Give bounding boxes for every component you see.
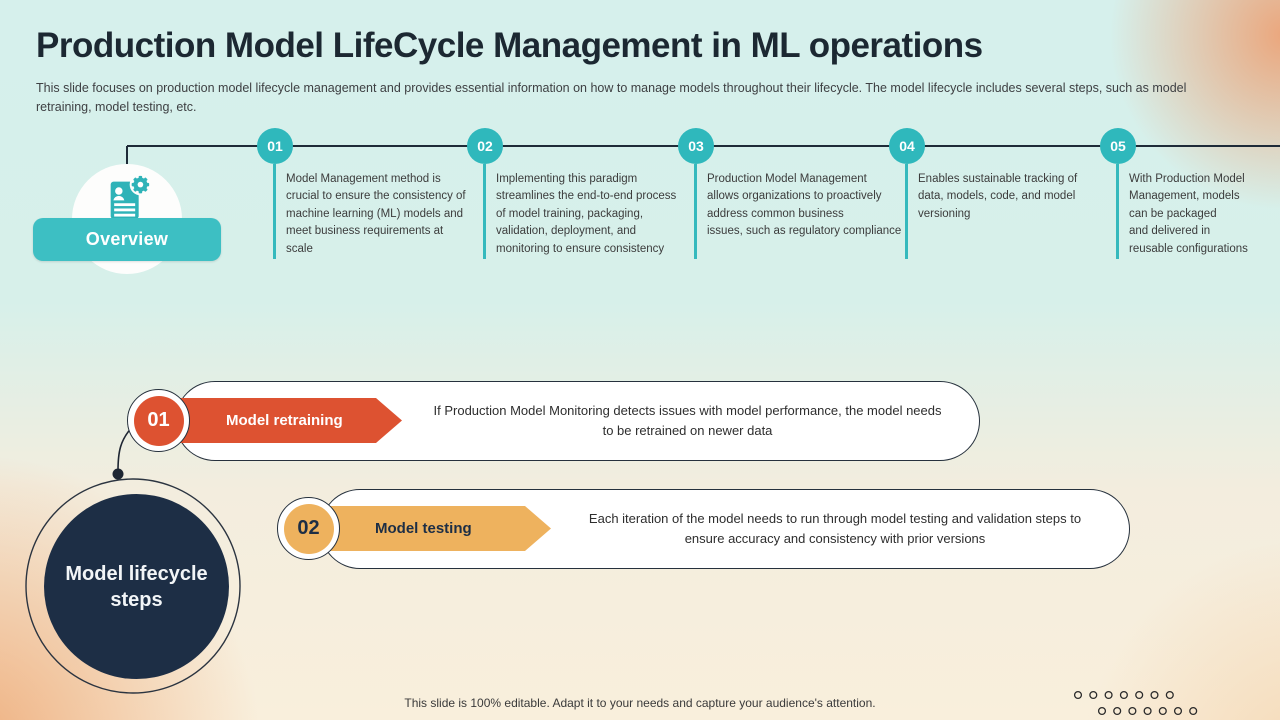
footer-note: This slide is 100% editable. Adapt it to… bbox=[404, 696, 876, 710]
timeline-step-connector bbox=[1116, 164, 1119, 259]
timeline-step-connector bbox=[273, 164, 276, 259]
timeline-step-02: 02 Implementing this paradigm streamline… bbox=[467, 128, 676, 268]
timeline-step-connector bbox=[694, 164, 697, 259]
retraining-description: If Production Model Monitoring detects i… bbox=[433, 403, 942, 439]
timeline-step-description: With Production Model Management, models… bbox=[1129, 173, 1248, 255]
timeline-step-04: 04 Enables sustainable tracking of data,… bbox=[889, 128, 1089, 268]
overview-badge: Overview bbox=[33, 218, 221, 261]
testing-description: Each iteration of the model needs to run… bbox=[588, 511, 1082, 547]
timeline-step-number: 01 bbox=[257, 128, 293, 164]
lifecycle-hub: Model lifecycle steps bbox=[44, 494, 229, 679]
timeline-axis-left-stub bbox=[126, 146, 128, 172]
timeline-step-05: 05 With Production Model Management, mod… bbox=[1100, 128, 1280, 268]
timeline-step-03: 03 Production Model Management allows or… bbox=[678, 128, 901, 268]
timeline-step-number: 03 bbox=[678, 128, 714, 164]
timeline-step-connector bbox=[905, 164, 908, 259]
retraining-number: 01 bbox=[133, 395, 184, 446]
slide-subtitle: This slide focuses on production model l… bbox=[36, 81, 1187, 114]
testing-number-badge: 02 bbox=[277, 497, 340, 560]
timeline-step-connector bbox=[483, 164, 486, 259]
testing-number: 02 bbox=[283, 503, 334, 554]
retraining-number-badge: 01 bbox=[127, 389, 190, 452]
timeline-step-number: 04 bbox=[889, 128, 925, 164]
timeline-step-description: Production Model Management allows organ… bbox=[707, 173, 902, 238]
timeline-step-number: 02 bbox=[467, 128, 503, 164]
page-title: Production Model LifeCycle Management in… bbox=[36, 26, 983, 65]
timeline-step-number: 05 bbox=[1100, 128, 1136, 164]
timeline-step-description: Enables sustainable tracking of data, mo… bbox=[918, 173, 1078, 220]
testing-banner: Model testing bbox=[313, 506, 551, 551]
timeline-step-01: 01 Model Management method is crucial to… bbox=[257, 128, 466, 268]
timeline-step-description: Implementing this paradigm streamlines t… bbox=[496, 173, 677, 255]
retraining-banner: Model retraining bbox=[168, 398, 402, 443]
timeline-step-description: Model Management method is crucial to en… bbox=[286, 173, 466, 255]
